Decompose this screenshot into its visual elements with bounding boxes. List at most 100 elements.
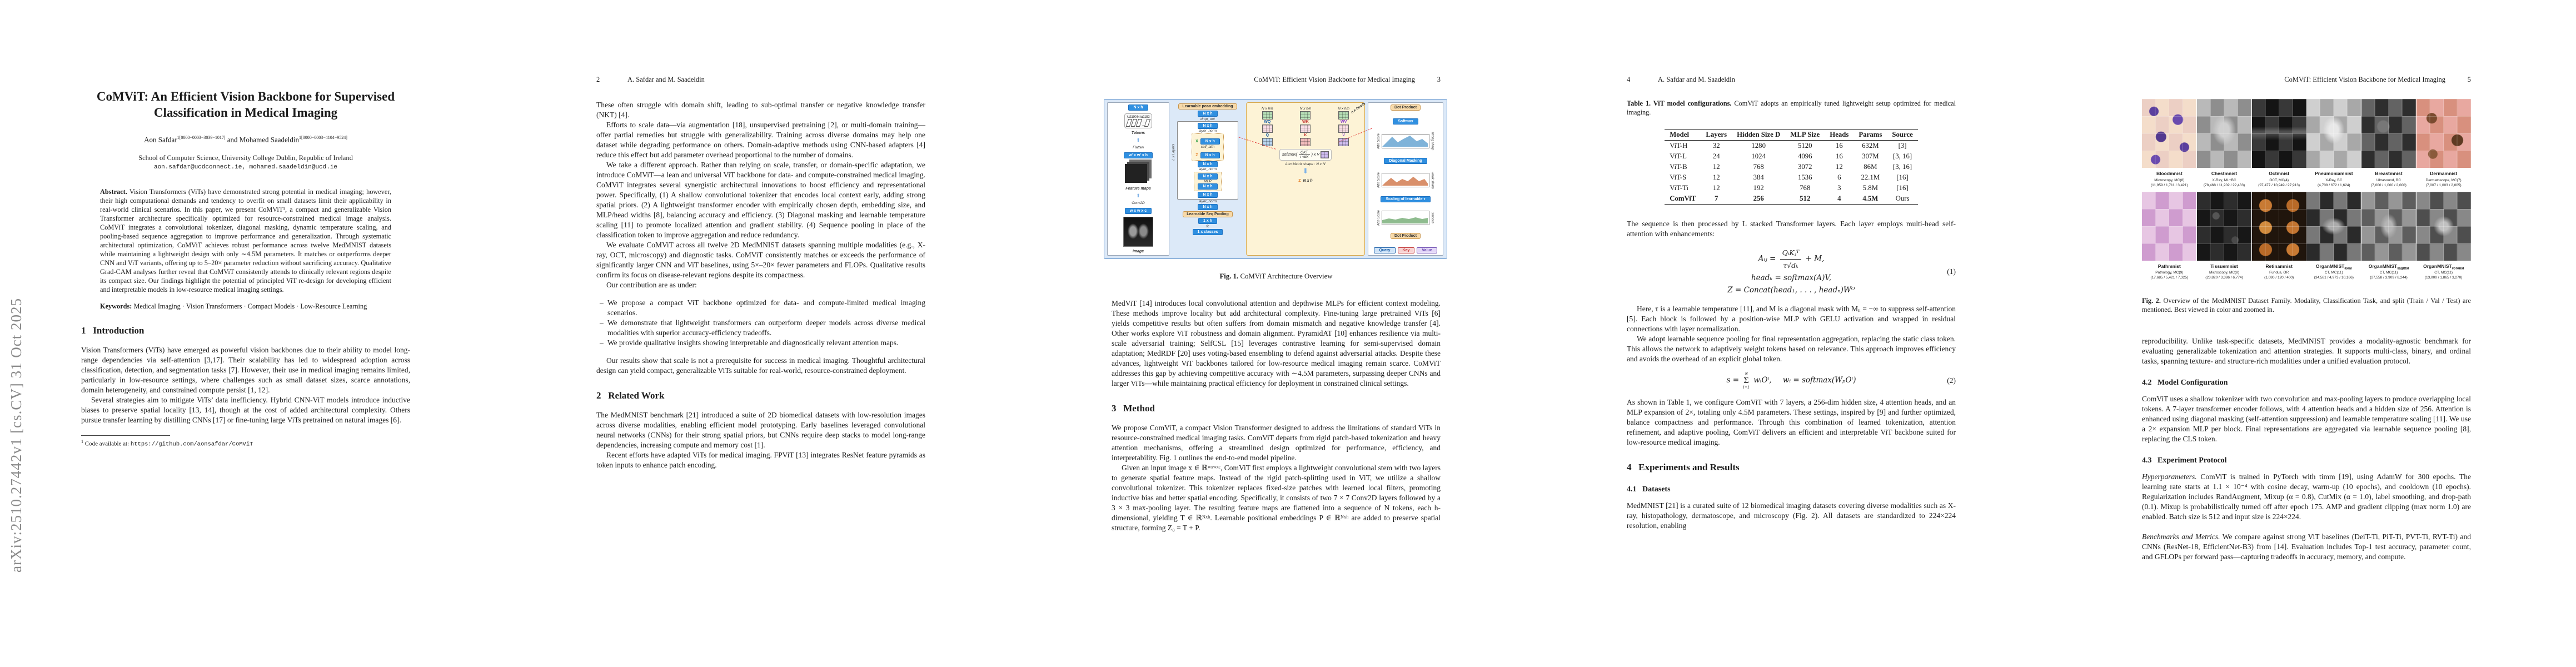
sigma-upper: N (1745, 371, 1748, 376)
fig2-caption-label: Fig. 2. (2142, 297, 2161, 305)
paragraph: ComViT uses a shallow tokenizer with two… (2142, 395, 2471, 444)
dataset-card: Breastmnist Ultrasound, BC (7,000 / 1,00… (2361, 99, 2416, 192)
fig1-featuremaps-label: Feature maps (1125, 187, 1151, 191)
pathmnist-thumbnail (2142, 191, 2197, 261)
z-label: Z (1195, 153, 1198, 157)
token-matrix (1338, 111, 1349, 120)
fig1-wwh-chip: w' x w' x h (1123, 152, 1153, 158)
cell: 12 (1712, 173, 1720, 181)
code-repo-link[interactable]: https://github.com/aonsafdar/CoMViT (130, 441, 253, 449)
feature-maps-image (1125, 164, 1147, 183)
weak-sharp-label: weak sharp (1431, 171, 1434, 189)
eq1-line2: headₖ = softmax(A)V, (1751, 273, 1832, 282)
running-head: 2 A. Safdar and M. Saadeldin (596, 76, 925, 84)
author-2-orcid: 1[0000−0003−4104−9524] (299, 135, 347, 141)
dataset-modality: Dermatoscope, MC(7) (2425, 178, 2462, 182)
column-header: Source (1887, 129, 1918, 141)
dataset-split: (27,558 / 3,909 / 8,244) (2370, 276, 2408, 280)
fig1-seq-pooling-chip: Learnable Seq Pooling (1183, 211, 1233, 217)
cell: 1024 (1751, 152, 1766, 160)
table1-caption-text: ComViT adopts an empirically tuned light… (1627, 99, 1956, 116)
dot-product-chip: Dot Product (1390, 233, 1421, 240)
paragraph: MedMNIST [21] is a curated suite of 12 b… (1627, 501, 1956, 530)
paragraph: As shown in Table 1, we configure ComViT… (1627, 398, 1956, 446)
paper-title: CoMViT: An Efficient Vision Backbone for… (96, 89, 395, 120)
dataset-card: Retinamnist Fundus, OR (1,080 / 120 / 40… (2251, 191, 2306, 285)
wv-label: WV (1341, 120, 1347, 124)
table-1-vit-configurations: Model Layers Hidden Size D MLP Size Head… (1665, 129, 1918, 205)
running-head-title: CoMViT: Efficient Vision Backbone for Me… (2284, 76, 2445, 83)
dataset-modality: Microscopy, MC(8) (2209, 271, 2240, 275)
cell: 1536 (1797, 173, 1812, 181)
layernorm-label: layer_norm (1198, 129, 1217, 133)
dataset-split: (13,000 / 1,865 / 3,270) (2424, 276, 2463, 280)
nxh-chip: N x h (1198, 173, 1218, 180)
eq2-lhs: s = (1726, 376, 1742, 385)
paragraph: Benchmarks and Metrics. We compare again… (2142, 532, 2471, 562)
dataset-card: OrganMNISTcoronal CT, MC(11) (13,000 / 1… (2416, 191, 2471, 285)
fig1-encoder-column: Learnable posn embedding N x h drop_out … (1172, 102, 1243, 256)
page-number: 4 (1627, 76, 1631, 83)
fig2-caption-text: Overview of the MedMNIST Dataset Family.… (2142, 297, 2472, 314)
running-head: CoMViT: Efficient Vision Backbone for Me… (2142, 76, 2471, 84)
running-head: 4 A. Safdar and M. Saadeldin (1627, 76, 1956, 84)
matrix-dim-label: N x h/n (1262, 107, 1273, 111)
fig1-tokens-label: Tokens (1131, 131, 1145, 135)
dataset-card: Pneumoniamnist X-Ray, BC (4,708 / 672 / … (2306, 99, 2361, 192)
nxh-chip: N x h (1200, 138, 1220, 145)
cell: [3, 16] (1892, 152, 1912, 160)
qkt-numerator: QKT (1298, 151, 1310, 155)
author-1: Aon Safdar (144, 135, 177, 144)
fig1-tokens-box: \u2190 N \u2192 ... (1124, 113, 1153, 128)
dataset-name: Retinamnist (2265, 263, 2293, 269)
page-5: CoMViT: Efficient Vision Backbone for Me… (2061, 0, 2576, 667)
dataset-name: Breastmnist (2375, 171, 2403, 176)
temperature-scaling-chip: Scaling of learnable τ (1381, 196, 1431, 203)
cell: [3] (1898, 142, 1907, 150)
cell: [3, 16] (1892, 163, 1912, 171)
page-3: CoMViT: Efficient Vision Backbone for Me… (1030, 0, 1546, 667)
layernorm-label: layer_norm (1198, 167, 1217, 171)
sigma-lower: i=1 (1743, 385, 1750, 390)
dataset-split: (17,685 / 5,421 / 7,325) (2150, 276, 2189, 280)
equation-number: (2) (1947, 376, 1956, 385)
up-arrow-icon: ⬆ (1136, 193, 1140, 199)
dataset-name: Pneumoniamnist (2315, 171, 2353, 176)
times-v: ) x V (1311, 153, 1319, 157)
eq1-numerator: QᵢKⱼᵀ (1780, 247, 1802, 260)
up-arrow-icon: ⬆ (1136, 137, 1140, 143)
column-header: Model (1665, 129, 1701, 141)
paragraph: Our results show that scale is not a pre… (596, 356, 925, 375)
fig1-conv2d-label: Conv2D (1132, 201, 1145, 206)
nxh-chip: N x h (1198, 183, 1218, 190)
v-label: V (1342, 133, 1345, 137)
dataset-split: (1,080 / 120 / 400) (2264, 276, 2294, 280)
footnote-rule (81, 435, 170, 436)
table1-caption-label: Table 1. ViT model configurations. (1627, 99, 1732, 107)
cell: 5.8M (1862, 184, 1879, 192)
fig1-transformer-block: L x Layers N x h layer_norm X N x h self… (1172, 121, 1238, 200)
paragraph: The MedMNIST benchmark [21] introduced a… (596, 411, 925, 449)
cell: 4 (1825, 193, 1854, 205)
cell: ViT-L (1670, 152, 1687, 160)
author-2: and Mohamed Saadeldin (225, 135, 300, 144)
cell: [16] (1896, 173, 1909, 181)
dataset-card: Dermamnist Dermatoscope, MC(7) (7,007 / … (2416, 99, 2471, 192)
fig1-qkv-panel: n x heads N x h/n WQ Q N x (1246, 102, 1366, 256)
wq-label: WQ (1264, 120, 1271, 124)
dataset-modality: X-Ray, ML+BC (2212, 178, 2236, 182)
cell: ViT-B (1670, 163, 1687, 171)
running-head-authors: A. Safdar and M. Saadeldin (627, 76, 705, 83)
fig1-nxh-chip: N x h (1128, 104, 1148, 111)
section-heading-experiments: 4 Experiments and Results (1627, 462, 1740, 472)
tissuemnist-thumbnail (2196, 191, 2251, 261)
column-header: Heads (1825, 129, 1854, 141)
paragraph: Hyperparameters. ComViT is trained in Py… (2142, 472, 2471, 522)
dataset-split: (23,820 / 3,386 / 6,774) (2205, 276, 2243, 280)
keywords: Keywords: Medical Imaging · Vision Trans… (100, 302, 391, 311)
author-1-orcid: 1[0000−0003−3039−1017] (177, 135, 226, 141)
mlp-block: N x h MLP N x h (1194, 172, 1222, 191)
